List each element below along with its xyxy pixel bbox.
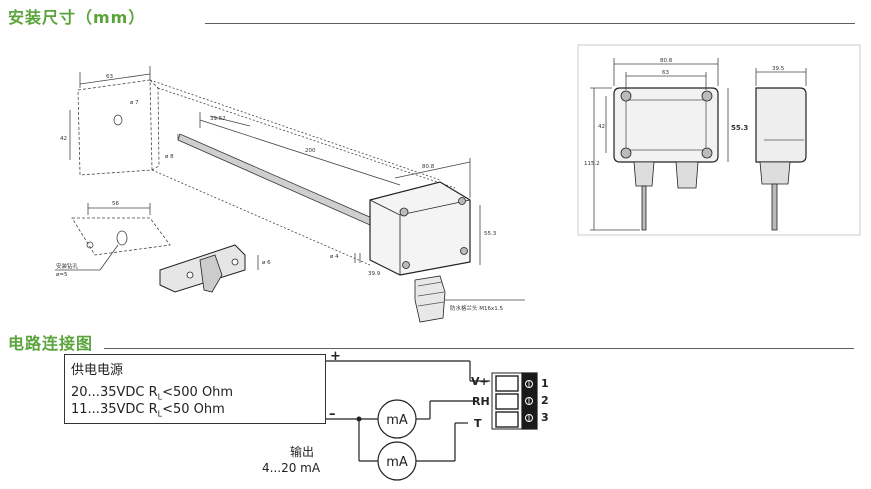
dim-553: 55.3	[484, 231, 497, 237]
output-label: 输出	[290, 445, 315, 459]
minus-sign: –	[329, 407, 336, 422]
section-title-installation: 安装尺寸（mm）	[8, 8, 146, 27]
note-mount-holes: 安装钻孔	[56, 262, 79, 270]
terminal-num-1: 1	[541, 377, 549, 390]
front-dim-553: 55.3	[731, 124, 748, 132]
front-dim-42: 42	[598, 124, 605, 130]
dim-3952: 39.52	[210, 116, 226, 122]
output-range: 4...20 mA	[262, 461, 321, 475]
meter-1-label: mA	[386, 413, 408, 428]
dim-808: 80.8	[422, 164, 435, 170]
terminal-label-t: T	[474, 417, 482, 430]
terminal-label-vplus: V+	[471, 375, 489, 388]
dim-dia4: ø 4	[330, 254, 339, 260]
dim-dia7: ø 7	[130, 100, 139, 106]
dim-42: 42	[60, 136, 67, 142]
plus-sign: +	[330, 349, 341, 364]
supply-label: 供电电源	[71, 363, 124, 378]
dim-56: 56	[112, 201, 119, 207]
dim-63: 63	[106, 74, 113, 80]
section-title-circuit: 电路连接图	[8, 334, 94, 353]
side-dim-395: 39.5	[772, 66, 785, 72]
front-dim-1152: 115.2	[584, 161, 600, 167]
power-supply-box: 供电电源 20...35VDC RL<500 Ohm 11...35VDC RL…	[64, 354, 326, 424]
dim-399: 39.9	[368, 271, 381, 277]
terminal-label-rh: RH	[472, 395, 490, 408]
dim-200: 200	[305, 148, 316, 154]
dim-dia6: ø 6	[262, 260, 271, 266]
section-rule-installation	[205, 23, 855, 24]
gland-label: 防水格兰头 M16x1.5	[450, 304, 503, 312]
terminal-num-2: 2	[541, 394, 549, 407]
dim-dia8: ø 8	[165, 154, 174, 160]
terminal-num-3: 3	[541, 411, 549, 424]
meter-2-label: mA	[386, 455, 408, 470]
circuit-wiring: mA mA + – V+ RH T 1 2 3	[325, 349, 549, 481]
supply-line-1: 20...35VDC RL<500 Ohm	[71, 385, 234, 402]
note-hole-dia: ø=5	[56, 272, 68, 278]
section-rule-circuit	[104, 348, 854, 349]
supply-line-2: 11...35VDC RL<50 Ohm	[71, 402, 225, 419]
front-dim-63: 63	[662, 70, 669, 76]
front-dim-808: 80.8	[660, 58, 673, 64]
installation-drawing: 63 ø 7 42 39.52 ø 8 200 80.8 55.3 ø 4 39…	[55, 44, 861, 323]
